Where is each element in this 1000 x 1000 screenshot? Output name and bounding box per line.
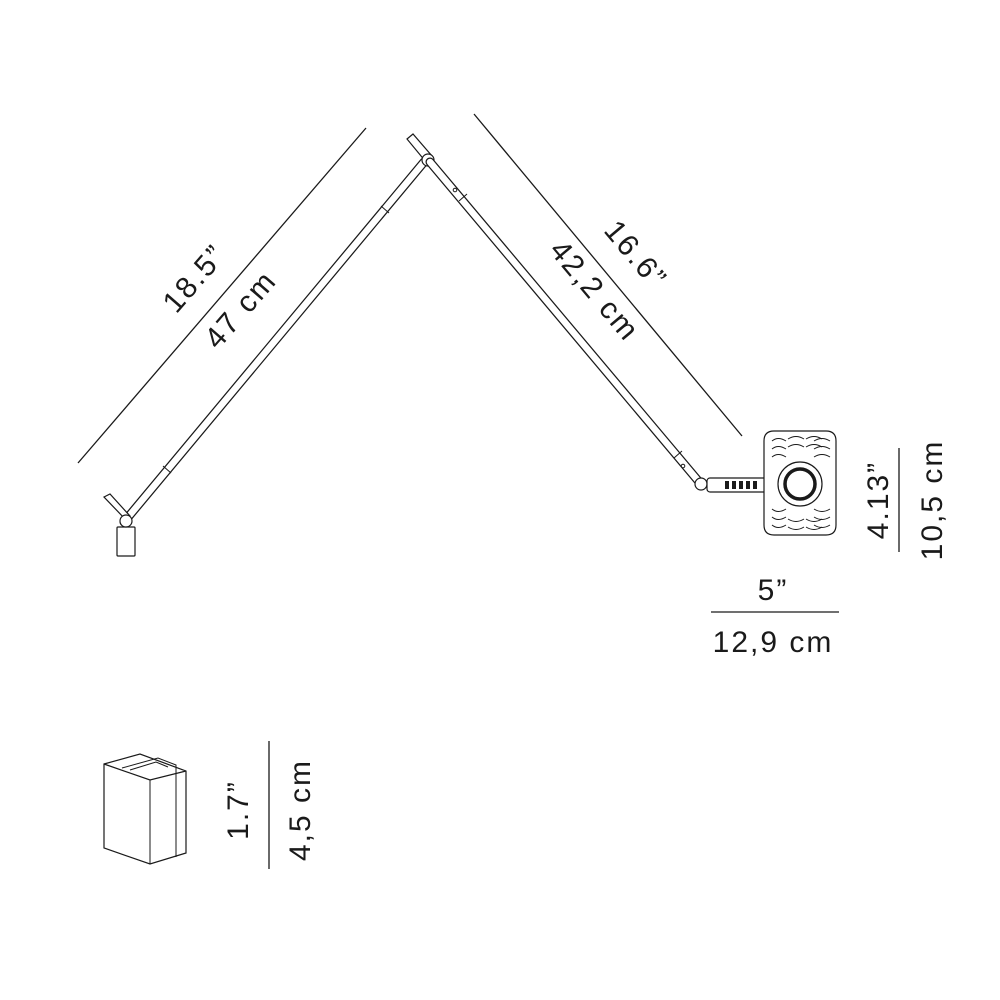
arm-lower-dimension-line [77,127,367,464]
lamp-head [694,430,837,536]
upper-arm [425,157,705,488]
led-fins [771,436,831,530]
lower-arm-joint-mark [380,205,390,214]
upper-arm-joint-mark [458,193,468,202]
clamp-height-cm-label: 4,5 cm [284,759,317,861]
head-width-cm-label: 12,9 cm [713,626,834,659]
lower-arm [119,157,429,527]
clamp-height-inches-label: 1.7” [222,780,255,840]
head-height-inches-label: 4.13” [862,461,895,539]
upper-arm-joint-mark [673,450,683,459]
head-height-cm-label: 10,5 cm [916,440,949,561]
lower-arm-joint-mark [162,465,172,474]
head-width-inches-label: 5” [758,574,789,607]
head-ring-inner [783,467,817,501]
clamp [103,753,187,865]
base-swivel [103,493,136,557]
head-joint [694,477,708,491]
arm-upper-dimension-line [473,113,743,437]
